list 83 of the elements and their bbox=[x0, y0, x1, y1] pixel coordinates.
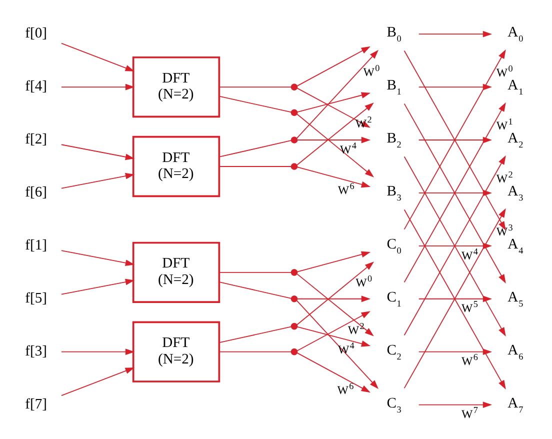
node-text: B$_{0}$ bbox=[386, 24, 402, 44]
edge-label: W$^{5}$ bbox=[461, 298, 478, 315]
node-text: B$_{3}$ bbox=[386, 183, 402, 202]
arrow bbox=[61, 42, 135, 71]
arrow bbox=[296, 250, 371, 272]
node-box: DFT (N=2) bbox=[132, 320, 220, 382]
arrow bbox=[297, 136, 371, 143]
node-circle bbox=[290, 136, 298, 143]
arrow bbox=[61, 250, 135, 266]
node-text: A$_{2}$ bbox=[508, 130, 524, 150]
edge-label: W$^{0}$ bbox=[496, 63, 513, 80]
node-box: DFT (N=2) bbox=[132, 56, 220, 118]
arrow bbox=[297, 295, 371, 302]
edge-label: W$^{7}$ bbox=[461, 404, 478, 421]
arrow bbox=[296, 352, 370, 392]
arrow bbox=[296, 92, 371, 112]
arrow bbox=[61, 278, 135, 294]
node-circle bbox=[290, 348, 298, 355]
node-box: DFT (N=2) bbox=[132, 135, 220, 197]
edge-label: W$^{6}$ bbox=[461, 352, 478, 368]
node-text: B$_{1}$ bbox=[386, 77, 402, 96]
node-text: A$_{5}$ bbox=[508, 288, 524, 308]
arrow bbox=[296, 300, 378, 389]
arrow bbox=[61, 348, 135, 355]
connector bbox=[218, 350, 292, 352]
arrow bbox=[296, 273, 374, 336]
node-text: f[7] bbox=[25, 396, 48, 412]
connector bbox=[218, 95, 292, 112]
node-circle bbox=[290, 162, 298, 170]
connector bbox=[218, 86, 292, 87]
node-circle bbox=[290, 108, 298, 116]
arrow bbox=[418, 401, 492, 408]
arrow bbox=[61, 83, 135, 90]
connector bbox=[218, 271, 292, 272]
arrow bbox=[296, 49, 378, 138]
connector bbox=[218, 326, 292, 342]
edge-label: W$^{6}$ bbox=[338, 180, 354, 196]
edge-label: W$^{3}$ bbox=[496, 222, 513, 238]
node-text: f[4] bbox=[25, 78, 48, 94]
node-text: f[5] bbox=[25, 290, 48, 306]
node-text: f[6] bbox=[25, 184, 48, 200]
node-text: A$_{1}$ bbox=[508, 77, 524, 96]
arrow bbox=[296, 166, 371, 188]
arrow bbox=[296, 310, 370, 351]
node-circle bbox=[290, 83, 298, 90]
arrow bbox=[418, 348, 492, 355]
edge-label: W$^{4}$ bbox=[461, 246, 478, 262]
edge-label: W$^{2}$ bbox=[496, 168, 513, 185]
node-text: C$_{0}$ bbox=[386, 236, 402, 255]
edge-label: W$^{1}$ bbox=[496, 116, 513, 132]
arrow bbox=[296, 326, 371, 346]
node-box: DFT (N=2) bbox=[132, 241, 220, 302]
node-text: C$_{2}$ bbox=[386, 342, 402, 361]
arrow bbox=[296, 102, 374, 165]
node-text: A$_{6}$ bbox=[508, 342, 524, 361]
edge-label: W$^{0}$ bbox=[363, 62, 380, 79]
connector bbox=[218, 281, 292, 298]
node-text: A$_{7}$ bbox=[508, 394, 524, 414]
node-text: A$_{4}$ bbox=[508, 236, 524, 255]
node-text: A$_{3}$ bbox=[508, 183, 524, 202]
edge-label: W$^{4}$ bbox=[340, 140, 356, 156]
node-text: f[2] bbox=[25, 130, 48, 147]
edge-label: W$^{6}$ bbox=[337, 380, 354, 396]
arrow bbox=[296, 261, 374, 325]
node-text: f[0] bbox=[25, 25, 48, 42]
node-text: f[3] bbox=[25, 342, 48, 359]
arrow bbox=[61, 172, 135, 188]
arrow bbox=[296, 46, 370, 86]
node-text: C$_{1}$ bbox=[386, 288, 402, 308]
node-circle bbox=[290, 268, 298, 276]
node-text: A$_{0}$ bbox=[508, 24, 524, 44]
arrow bbox=[296, 113, 374, 177]
node-text: B$_{2}$ bbox=[386, 130, 402, 150]
node-circle bbox=[290, 294, 298, 302]
node-text: f[1] bbox=[25, 236, 48, 253]
edge-label: W$^{0}$ bbox=[356, 273, 372, 290]
connector bbox=[218, 140, 292, 157]
arrow bbox=[418, 295, 492, 302]
arrow bbox=[61, 367, 135, 396]
arrow bbox=[61, 144, 135, 160]
node-text: C$_{3}$ bbox=[386, 394, 402, 414]
node-circle bbox=[290, 322, 298, 330]
arrow bbox=[418, 30, 492, 37]
